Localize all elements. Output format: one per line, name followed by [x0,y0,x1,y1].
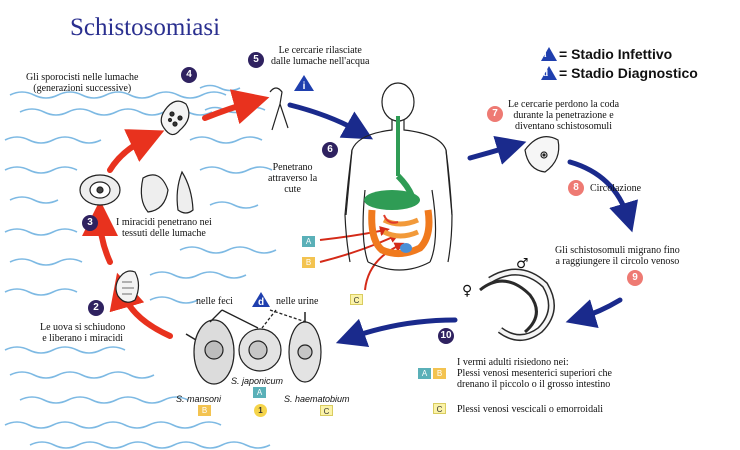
step-2-badge: 2 [88,300,104,316]
step-10-heading: I vermi adulti risiedono nei: [457,357,569,368]
egg-connectors [209,309,307,329]
human-body-figure [344,82,453,271]
egg-illustrations [185,312,322,385]
step-10-vesical-text: Plessi venosi vescicali o emorroidali [457,404,604,415]
digestive-organs [364,116,433,257]
male-symbol: ♂ [516,256,529,272]
sporocyst-illustration [160,100,190,136]
step-4-badge: 4 [181,67,197,83]
organ-arrows [319,226,405,291]
step-8-badge: 8 [568,180,584,196]
infective-legend-symbol: i [544,49,547,59]
marker-b-10: B [433,368,446,379]
step-3-badge: 3 [82,215,98,231]
marker-c-body: C [350,294,363,305]
infective-legend-icon [541,47,557,61]
schistosomulum-illustration [524,136,560,173]
infective-stage-symbol: i [303,81,306,92]
diagnostic-legend-symbol: d [543,68,549,78]
marker-b-body: B [302,257,315,268]
s-haematobium-label: S. haematobium [284,394,350,404]
miracidium-illustration [115,270,140,303]
step-4-text: Gli sporocisti nelle lumache(generazioni… [26,72,139,94]
blue-arrows [287,102,639,348]
diagnostic-stage-icon: d [252,292,270,308]
diagnostic-stage-symbol: d [258,297,264,308]
feces-label: nelle feci [196,296,233,307]
marker-c-10: C [433,403,446,414]
marker-c-egg: C [320,405,333,416]
urine-label: nelle urine [276,296,319,307]
step-5-badge: 5 [248,52,264,68]
infective-legend-label: = Stadio Infettivo [559,46,673,62]
diagnostic-legend-icon [541,66,557,80]
step-7-badge: 7 [487,106,503,122]
adult-worms-illustration [479,268,555,341]
step-1-badge: 1 [254,404,267,417]
step-6-badge: 6 [322,142,338,158]
diagram-title: Schistosomiasi [70,14,221,41]
diagnostic-legend-label: = Stadio Diagnostico [559,65,698,81]
step-9-badge: 9 [627,270,643,286]
snail-illustrations [79,170,194,214]
step-10-badge: 10 [438,328,454,344]
s-mansoni-label: S. mansoni [176,394,222,404]
marker-a-egg: A [253,387,266,398]
infective-stage-icon: i [294,75,314,92]
female-symbol: ♀ [462,283,473,299]
s-japonicum-label: S. japonicum [231,376,284,386]
marker-a-10: A [418,368,431,379]
marker-a-body: A [302,236,315,247]
water-waves [4,84,277,449]
step-8-text: Circolazione [590,183,642,194]
marker-b-egg: B [198,405,211,416]
cercaria-illustration [269,87,289,131]
